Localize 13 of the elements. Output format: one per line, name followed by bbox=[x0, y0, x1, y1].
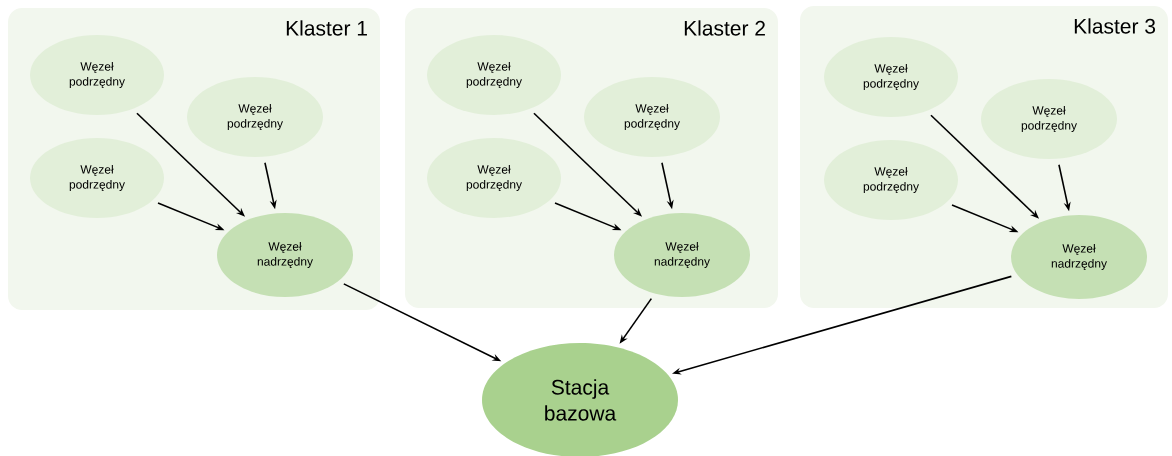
base-station: Stacja bazowa bbox=[482, 343, 678, 456]
subordinate-node: Węzeł podrzędny bbox=[824, 140, 958, 220]
master-node: Węzeł nadrzędny bbox=[1011, 215, 1147, 299]
subordinate-node: Węzeł podrzędny bbox=[584, 77, 720, 157]
master-node: Węzeł nadrzędny bbox=[217, 213, 353, 297]
subordinate-node: Węzeł podrzędny bbox=[427, 35, 561, 115]
subordinate-node: Węzeł podrzędny bbox=[187, 77, 323, 157]
subordinate-node: Węzeł podrzędny bbox=[427, 138, 561, 218]
subordinate-node: Węzeł podrzędny bbox=[30, 35, 164, 115]
subordinate-node: Węzeł podrzędny bbox=[981, 79, 1117, 159]
master-node: Węzeł nadrzędny bbox=[614, 213, 750, 297]
subordinate-node: Węzeł podrzędny bbox=[824, 37, 958, 117]
subordinate-node: Węzeł podrzędny bbox=[30, 138, 164, 218]
